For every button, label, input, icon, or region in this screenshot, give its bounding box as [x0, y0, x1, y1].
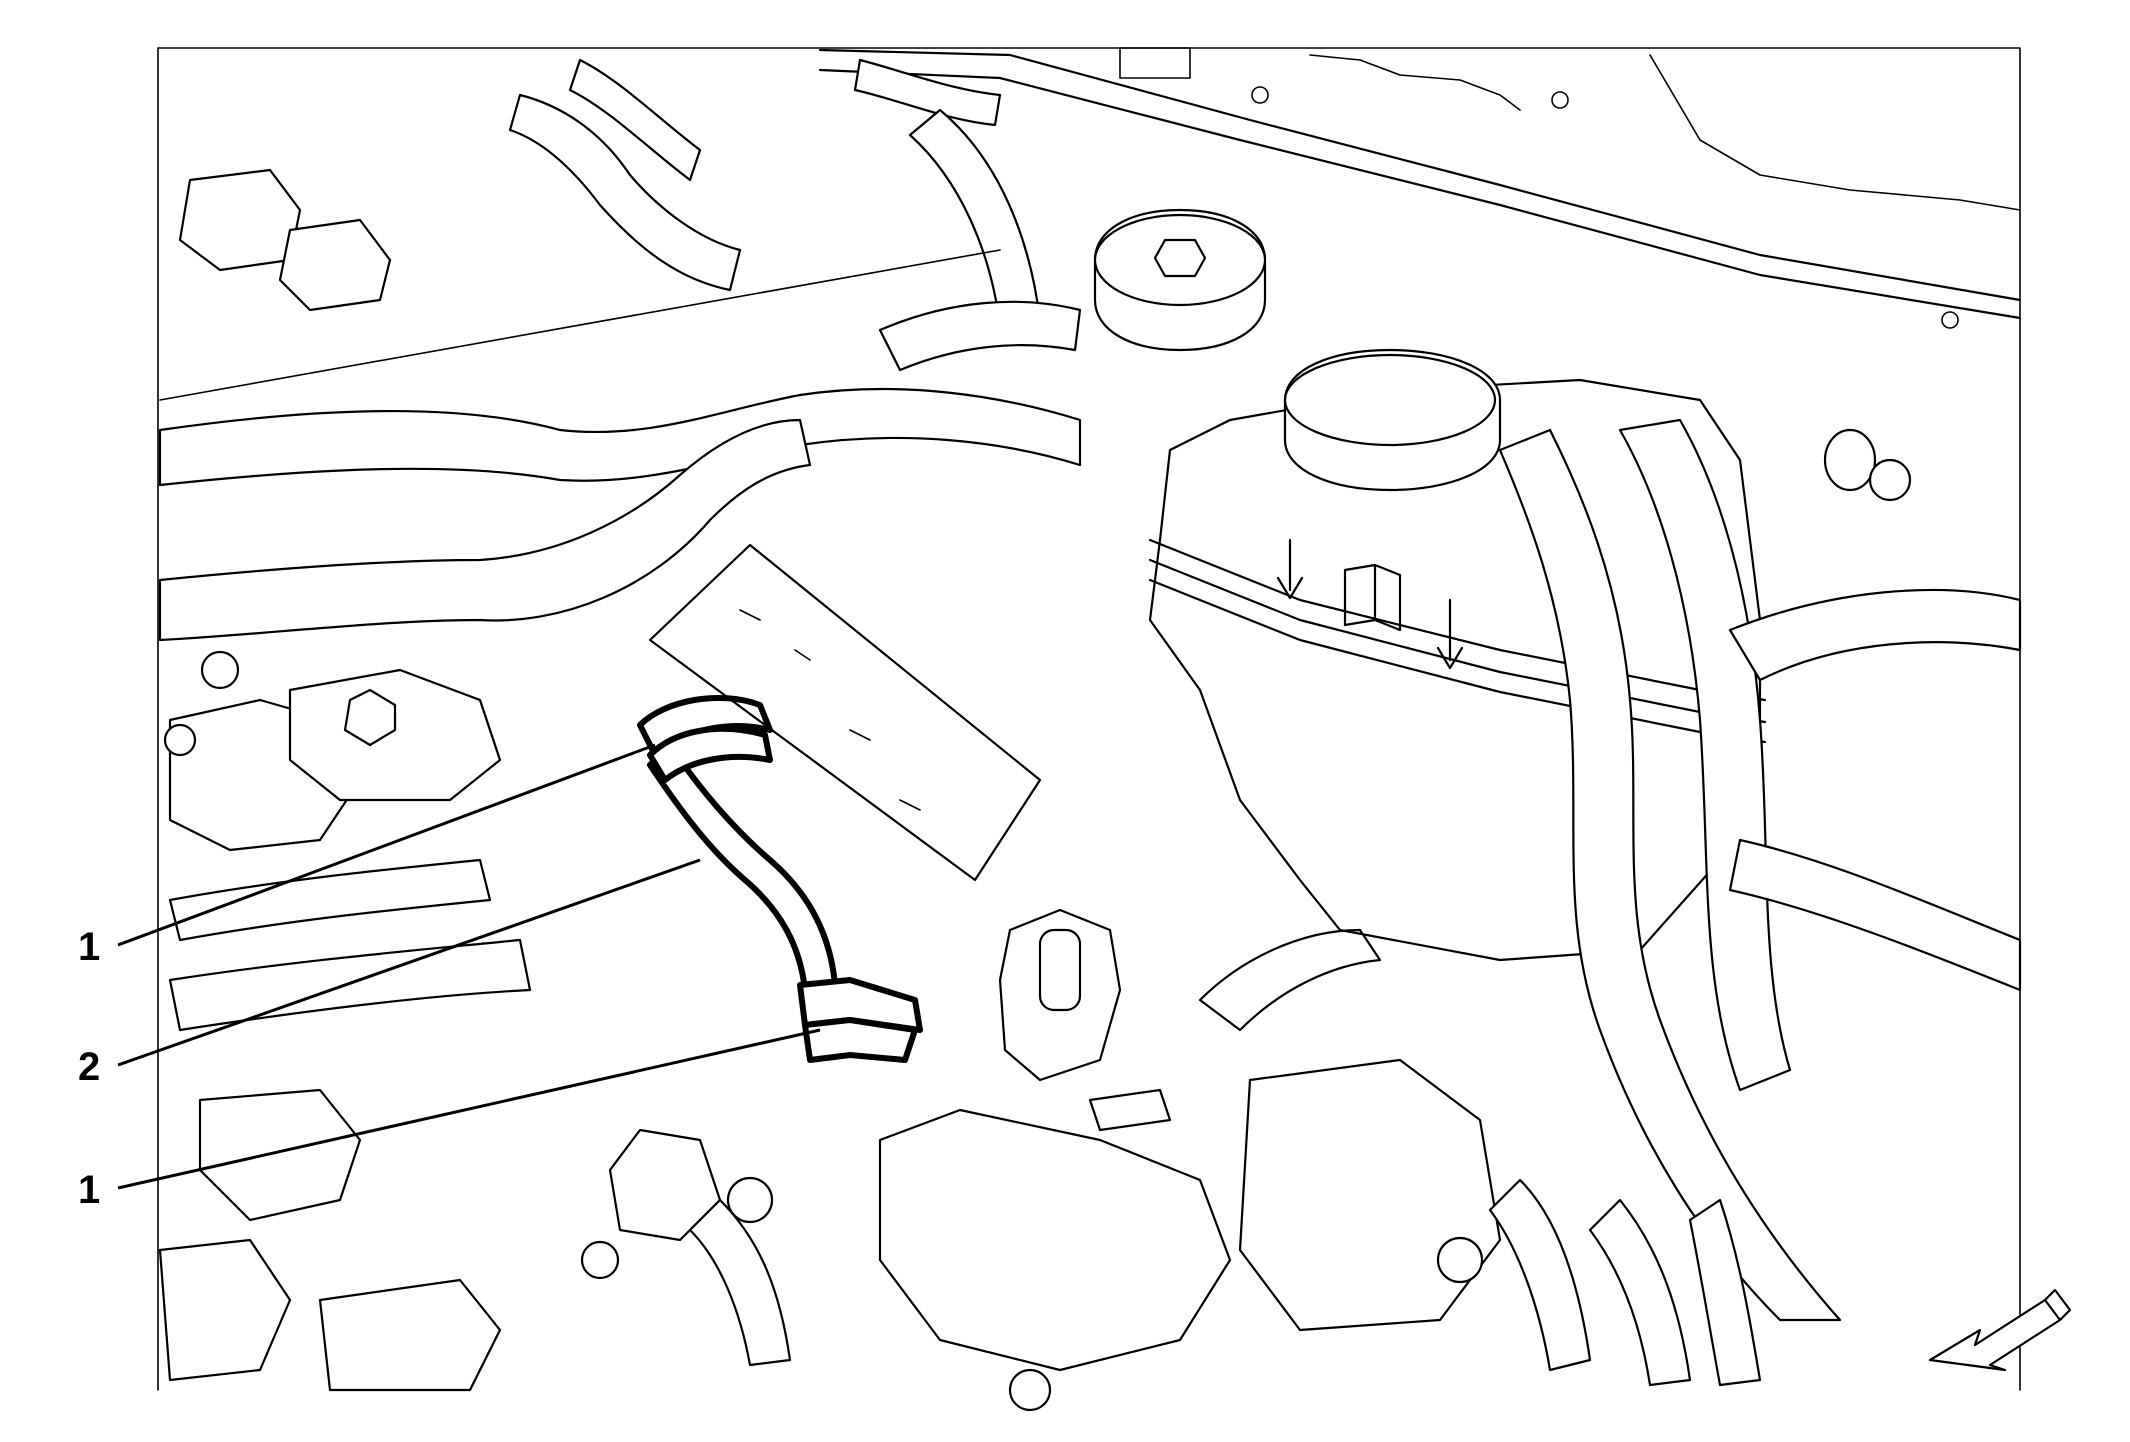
lower-right-components — [1008, 928, 1762, 1412]
right-hoses — [1498, 418, 2022, 1322]
direction-arrow-icon — [1928, 1288, 2072, 1372]
leader-line-1-upper — [117, 743, 656, 947]
reservoir-cap — [1093, 208, 1267, 352]
cowl-panel — [818, 47, 2022, 329]
upper-hoses — [158, 58, 1082, 642]
callout-2: 2 — [78, 1045, 100, 1089]
center-lower-components — [580, 908, 1232, 1372]
callout-leaders — [117, 743, 821, 1190]
hose-clamp-lower — [797, 977, 923, 1063]
hose-clamp-upper — [637, 694, 773, 783]
callout-1-lower: 1 — [78, 1168, 100, 1212]
leader-line-2 — [117, 858, 701, 1067]
callout-1-upper: 1 — [78, 925, 100, 969]
leader-line-1-lower — [117, 1028, 821, 1190]
left-engine-components — [158, 168, 1001, 1392]
hose-bracket — [648, 543, 1042, 882]
illustration-frame — [157, 47, 2021, 1391]
